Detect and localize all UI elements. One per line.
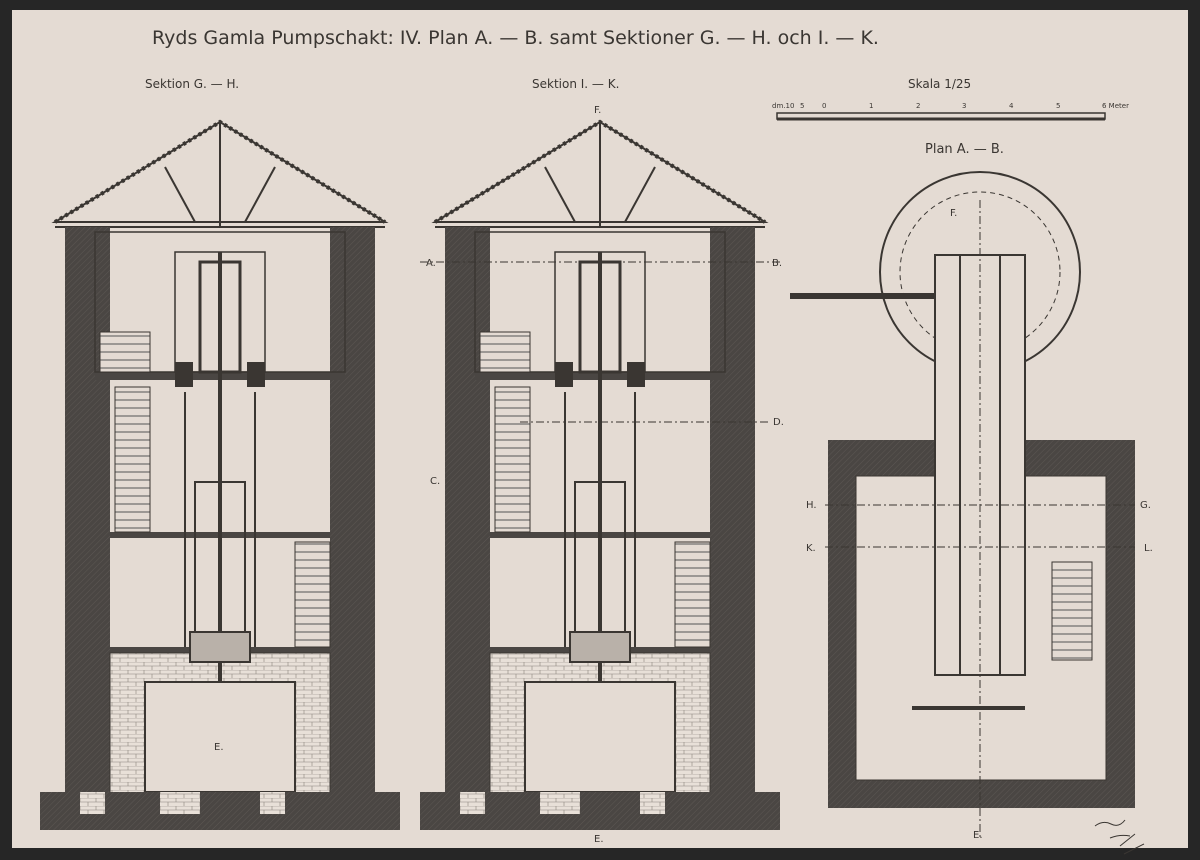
signature: [1094, 819, 1145, 855]
marker: F.: [950, 208, 957, 219]
sheet-title: Ryds Gamla Pumpschakt: IV. Plan A. — B. …: [152, 27, 879, 49]
scale-tick: dm.10: [772, 102, 794, 110]
marker: A.: [426, 258, 436, 269]
scale-tick: 6 Meter: [1102, 102, 1129, 110]
section-g-h-drawing: [38, 120, 402, 832]
scale-tick: 1: [869, 102, 873, 110]
scale-tick: 2: [916, 102, 920, 110]
marker: K.: [806, 543, 816, 554]
marker: E.: [973, 830, 983, 841]
section-label: Sektion G. — H.: [145, 77, 239, 91]
section-label: Sektion I. — K.: [532, 77, 619, 91]
marker: H.: [806, 500, 817, 511]
section-i-k-drawing: [418, 120, 782, 832]
marker: E.: [594, 834, 604, 845]
scale-bar: [776, 112, 1106, 121]
scale-tick: 5: [1056, 102, 1060, 110]
scale-tick: 3: [962, 102, 966, 110]
marker: L.: [1144, 543, 1153, 554]
plan-label: Plan A. — B.: [925, 142, 1004, 157]
marker: G.: [1140, 500, 1151, 511]
scale-tick: 0: [822, 102, 826, 110]
plan-a-b-drawing: [790, 171, 1135, 840]
marker: F.: [594, 105, 601, 116]
scale-tick: 5: [800, 102, 804, 110]
scale-label: Skala 1/25: [908, 77, 971, 91]
marker: C.: [430, 476, 440, 487]
marker: E.: [214, 742, 224, 753]
marker: B.: [772, 258, 782, 269]
marker: D.: [773, 417, 784, 428]
scale-tick: 4: [1009, 102, 1014, 110]
